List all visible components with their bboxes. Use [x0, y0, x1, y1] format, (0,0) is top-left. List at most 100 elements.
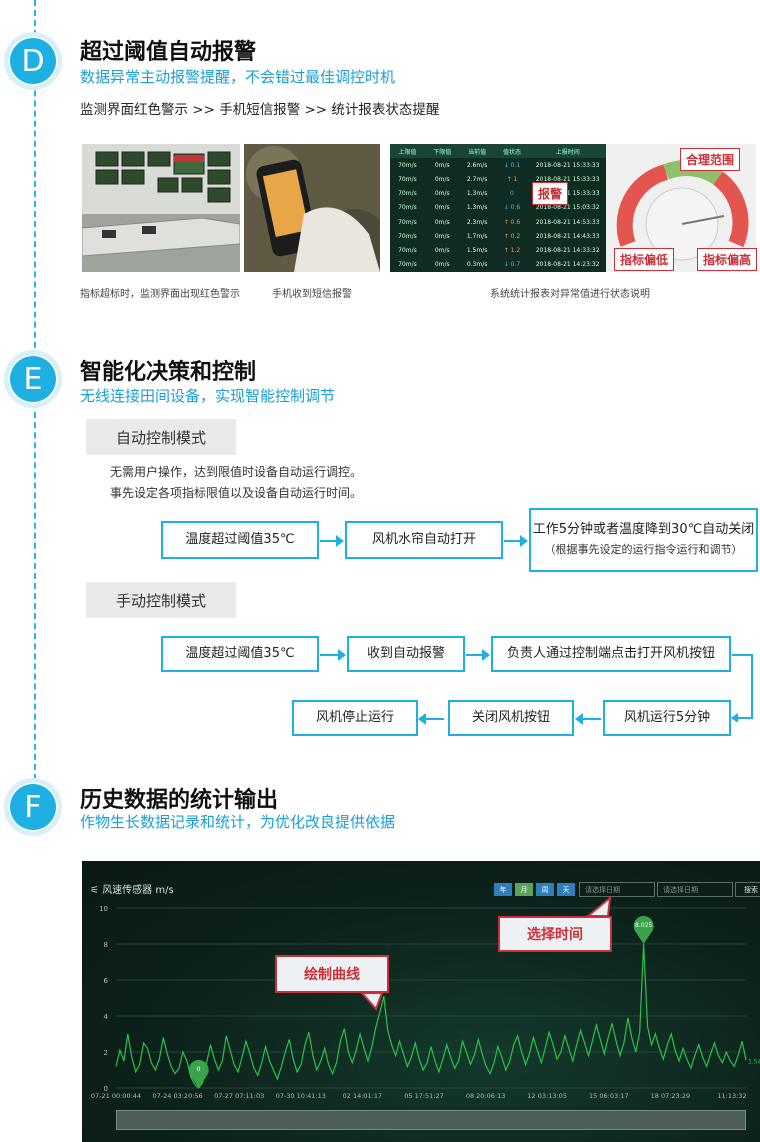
caption-report: 系统统计报表对异常值进行状态说明 — [490, 289, 650, 300]
y-tick-label: 4 — [104, 1013, 109, 1021]
section-badge-d: D — [4, 32, 62, 90]
select-time-callout: 选择时间 — [498, 916, 612, 952]
table-cell: 2018-08-21 15:33:33 — [535, 175, 600, 183]
step-text: 风机停止运行 — [315, 710, 394, 725]
table-cell: 2.7m/s — [466, 175, 488, 183]
table-cell: 1.7m/s — [466, 232, 488, 240]
section-e-subtitle: 无线连接田间设备，实现智能控制调节 — [80, 387, 336, 405]
step-text: 工作5分钟或者温度降到30℃自动关闭 — [532, 522, 755, 537]
caption-phone: 手机收到短信报警 — [272, 289, 352, 300]
arrow-left — [418, 713, 444, 725]
stats-report-table: 上限值 下限值 当前值 值状态 上报时间 70m/s 0m/s 2.6m/s ↓ 0.… — [390, 144, 606, 272]
auto-mode-desc-1: 无需用户操作，达到限值时设备自动运行调控。 — [110, 465, 363, 479]
table-cell: 2018-08-21 14:23:32 — [535, 261, 600, 269]
btn-month[interactable]: 月 — [515, 883, 533, 896]
search-button[interactable]: 搜索 — [735, 882, 760, 897]
auto-step-2: 风机水帘自动打开 — [345, 521, 503, 559]
btn-day[interactable]: 天 — [557, 883, 575, 896]
table-cell: ↓ 0.1 — [503, 161, 521, 169]
gauge-high-label: 指标偏高 — [697, 248, 758, 271]
table-header: 上限值 下限值 当前值 值状态 上报时间 — [390, 144, 606, 159]
x-tick-label: 07-30 10:41:13 — [276, 1092, 326, 1100]
section-d-title: 超过阈值自动报警 — [80, 40, 257, 65]
table-cell: 0.3m/s — [466, 261, 488, 269]
manual-step-6: 风机停止运行 — [292, 700, 418, 736]
x-tick-label: 02 14:01:17 — [343, 1092, 383, 1100]
btn-year[interactable]: 年 — [494, 883, 512, 896]
btn-week[interactable]: 周 — [536, 883, 554, 896]
manual-mode-label: 手动控制模式 — [86, 582, 236, 618]
table-cell: 2.3m/s — [466, 218, 488, 226]
table-cell: 2018-08-21 14:33:32 — [535, 246, 600, 254]
table-cell: 0m/s — [434, 246, 450, 254]
x-tick-label: 15 06:03:17 — [589, 1092, 629, 1100]
step-text: 收到自动报警 — [366, 646, 445, 661]
arrow-right — [320, 649, 346, 661]
table-cell: ↓ 0.6 — [503, 204, 521, 212]
table-cell: 0m/s — [434, 232, 450, 240]
arrow-right — [504, 535, 528, 547]
last-value-label: 1.54 — [748, 1058, 760, 1065]
max-marker-label: 8.025 — [635, 922, 652, 929]
callout-pointer — [586, 896, 612, 917]
table-header-cell: 上报时间 — [555, 148, 580, 156]
series-line — [115, 943, 747, 1089]
table-cell: 1.5m/s — [466, 246, 488, 254]
step-text: 风机运行5分钟 — [623, 710, 711, 725]
x-tick-label: 08 20:06:13 — [466, 1092, 506, 1100]
y-tick-label: 8 — [104, 941, 108, 949]
table-cell: 70m/s — [398, 204, 417, 212]
table-cell: 0m/s — [434, 161, 450, 169]
table-header-cell: 下限值 — [433, 148, 452, 156]
step-text: 温度超过阈值35℃ — [185, 532, 295, 547]
alarm-callout: 报警 — [532, 182, 569, 205]
table-cell: ↑ 0.2 — [503, 232, 521, 240]
connector-arrow — [731, 654, 753, 722]
table-cell: 70m/s — [398, 218, 417, 226]
section-f-title: 历史数据的统计输出 — [80, 788, 279, 813]
chart-range-scrollbar[interactable] — [116, 1110, 746, 1130]
auto-mode-desc-2: 事先设定各项指标限值以及设备自动运行时间。 — [110, 486, 363, 500]
table-cell: ↑ 1.2 — [503, 246, 521, 254]
table-cell: 0m/s — [434, 175, 450, 183]
y-tick-label: 10 — [99, 905, 108, 913]
step-note: （根据事先设定的运行指令运行和调节） — [544, 543, 743, 556]
end-date-input[interactable]: 请选择日期 — [657, 882, 733, 897]
table-cell: 2018-08-21 14:43:33 — [535, 232, 600, 240]
x-tick-label: 07-24 03:20:56 — [153, 1092, 203, 1100]
table-header-cell: 值状态 — [502, 148, 521, 156]
arrow-left — [575, 713, 601, 725]
table-cell: 0m/s — [434, 204, 450, 212]
x-tick-label: 12 03:13:05 — [527, 1092, 567, 1100]
step-text: 负责人通过控制端点击打开风机按钮 — [506, 646, 715, 661]
section-badge-e: E — [4, 350, 62, 408]
x-tick-label: 11:13:32 — [717, 1092, 746, 1100]
arrow-right — [320, 535, 344, 547]
x-tick-label: 18 07:23:29 — [651, 1092, 691, 1100]
phone-sms-photo — [244, 144, 380, 272]
min-marker-label: 0 — [197, 1066, 201, 1073]
table-cell: 0 — [510, 190, 514, 198]
section-f-subtitle: 作物生长数据记录和统计，为优化改良提供依据 — [80, 813, 396, 831]
draw-curve-callout: 绘制曲线 — [275, 955, 389, 993]
table-cell: 1.3m/s — [466, 190, 488, 198]
table-header-cell: 上限值 — [398, 148, 417, 156]
manual-step-1: 温度超过阈值35℃ — [161, 636, 319, 672]
y-tick-label: 6 — [104, 977, 109, 985]
step-text: 关闭风机按钮 — [471, 710, 550, 725]
chart-title-text: 风速传感器 m/s — [102, 885, 174, 896]
table-cell: 2.6m/s — [466, 161, 488, 169]
table-row: 70m/s0m/s1.3m/s02018-08-21 15:33:33 — [390, 187, 606, 201]
section-e-title: 智能化决策和控制 — [80, 360, 257, 385]
manual-step-4: 风机运行5分钟 — [603, 700, 731, 736]
start-date-input[interactable]: 请选择日期 — [579, 882, 655, 897]
x-tick-label: 07-27 07:11:03 — [214, 1092, 264, 1100]
caption-monitor: 指标超标时，监测界面出现红色警示 — [80, 289, 240, 300]
table-cell: 70m/s — [398, 246, 417, 254]
